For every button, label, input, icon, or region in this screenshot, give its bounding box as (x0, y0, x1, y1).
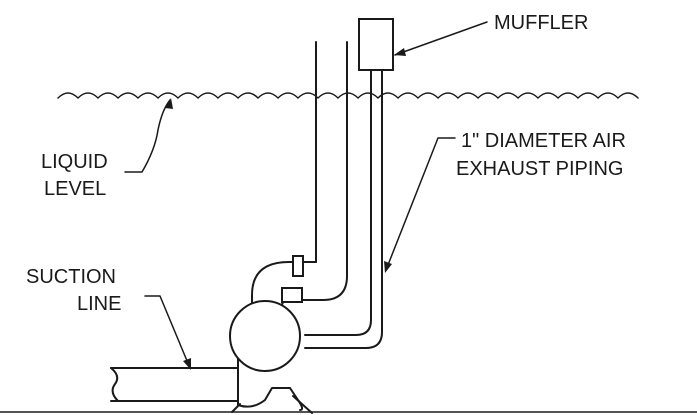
exhaust-leader (385, 137, 456, 271)
muffler-leader (394, 21, 488, 56)
muffler-leader-arrow (394, 48, 406, 56)
muffler-body (358, 18, 394, 71)
liquid-level-leader-arrow (165, 98, 173, 109)
air-exhaust-pipe (304, 69, 383, 349)
pump-feet (231, 395, 313, 414)
label-exhaust-line1: 1" DIAMETER AIR (461, 130, 626, 152)
exhaust-leader-arrow (384, 261, 392, 273)
label-suction-line1: SUCTION (26, 266, 116, 288)
discharge-pipe (301, 41, 348, 301)
label-exhaust-line2: EXHAUST PIPING (456, 158, 623, 180)
discharge-flange-lower (281, 287, 303, 303)
suction-pipe (110, 367, 239, 402)
liquid-level-leader (124, 99, 171, 173)
suction-leader-arrow (183, 358, 191, 370)
discharge-flange-upper (292, 255, 304, 277)
pump-chamber (229, 300, 301, 372)
label-muffler: MUFFLER (494, 12, 588, 34)
label-suction-line2: LINE (77, 293, 121, 315)
suction-leader (144, 295, 191, 369)
label-liquid-level-line2: LEVEL (44, 178, 106, 200)
suction-pipe-break (110, 367, 119, 402)
pump-lower-housing (237, 357, 304, 411)
label-liquid-level-line1: LIQUID (41, 151, 108, 173)
